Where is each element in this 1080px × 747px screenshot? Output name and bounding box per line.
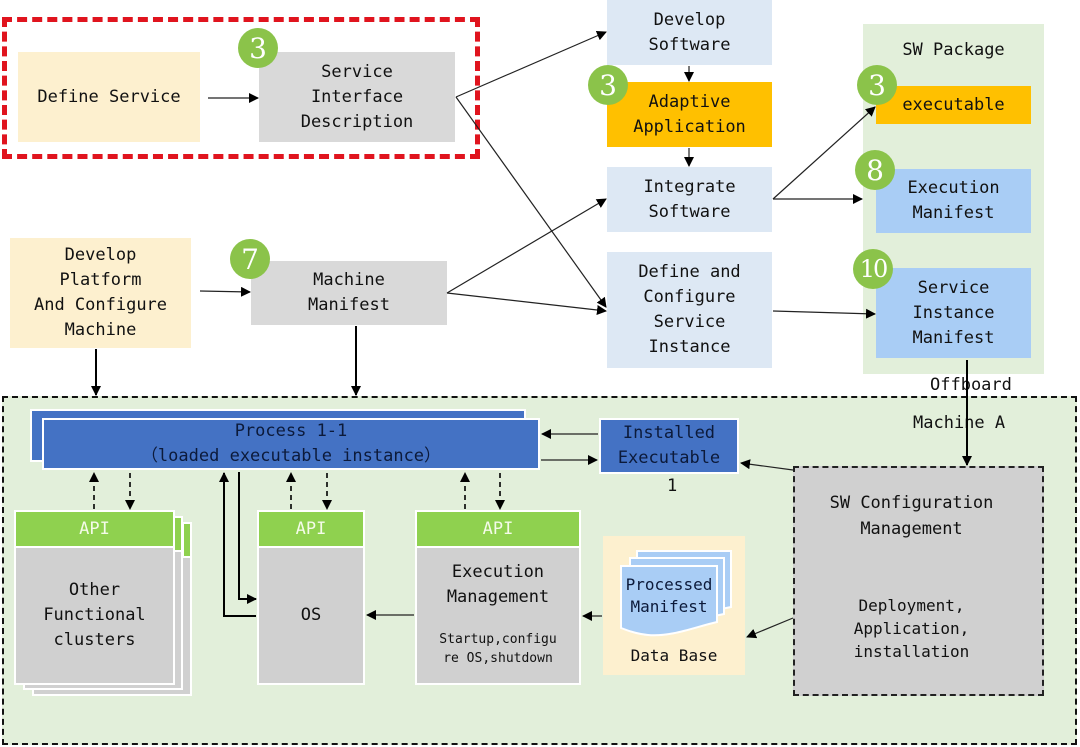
execution-manifest-box[interactable]: Execution Manifest: [876, 169, 1031, 233]
develop-software-box[interactable]: Develop Software: [607, 0, 772, 65]
execution-management-title: Execution Management: [446, 562, 550, 607]
step-badge-7-machine-manifest: 7: [230, 239, 270, 279]
step-badge-8-execution-manifest: 8: [855, 150, 895, 190]
service-instance-manifest-box[interactable]: Service Instance Manifest: [876, 268, 1031, 358]
integrate-software-box[interactable]: Integrate Software: [607, 167, 772, 232]
arrow-platform-to-machine-manifest: [199, 286, 251, 297]
step-badge-3-adaptive-application: 3: [588, 65, 628, 105]
step-badge-3-executable: 3: [857, 65, 897, 105]
arrow-machine-manifest-to-define-configure: [446, 292, 607, 315]
os-api[interactable]: API: [257, 510, 365, 546]
installed-executable-count: 1: [667, 476, 678, 496]
arrow-define-configure-to-sim: [772, 308, 876, 319]
executable-box[interactable]: executable: [876, 86, 1031, 124]
other-clusters-stack-back-2-api: [182, 522, 192, 558]
arrow-integrate-to-executable: [772, 106, 876, 200]
sw-configuration-management-desc: Deployment, Application, installation: [853, 596, 970, 661]
sw-configuration-management-title: SW Configuration Management: [829, 493, 994, 539]
arrow-machine-manifest-to-integrate: [446, 198, 607, 294]
define-configure-service-instance-box[interactable]: Define and Configure Service Instance: [607, 252, 772, 368]
machine-manifest-box[interactable]: Machine Manifest: [251, 261, 447, 325]
execution-management-box[interactable]: Execution Management Startup,configu re …: [415, 546, 581, 685]
machine-a-title: Machine A: [913, 413, 1006, 433]
sw-package-title: SW Package: [902, 40, 1005, 60]
service-interface-description-box[interactable]: Service Interface Description: [259, 52, 455, 142]
sw-configuration-management-box[interactable]: [793, 466, 1044, 696]
os-box[interactable]: OS: [257, 546, 365, 685]
execution-management-api[interactable]: API: [415, 510, 581, 546]
processed-manifest-label: Processed Manifest: [625, 575, 713, 616]
process-1-1-box[interactable]: Process 1-1 （loaded executable instance）: [42, 418, 540, 470]
develop-platform-box[interactable]: Develop Platform And Configure Machine: [10, 238, 191, 348]
offboard-label: Offboard: [930, 375, 1012, 395]
other-clusters-api[interactable]: API: [14, 510, 175, 546]
execution-management-desc: Startup,configu re OS,shutdown: [439, 632, 557, 666]
other-functional-clusters-box[interactable]: Other Functional clusters: [14, 546, 175, 685]
installed-executable-box[interactable]: Installed Executable: [599, 418, 739, 474]
data-base-label: Data Base: [630, 646, 718, 665]
step-badge-10-service-instance-manifest: 10: [853, 249, 893, 289]
define-service-box[interactable]: Define Service: [18, 52, 200, 142]
adaptive-application-box[interactable]: Adaptive Application: [607, 82, 772, 147]
step-badge-3-service-interface: 3: [238, 28, 278, 68]
